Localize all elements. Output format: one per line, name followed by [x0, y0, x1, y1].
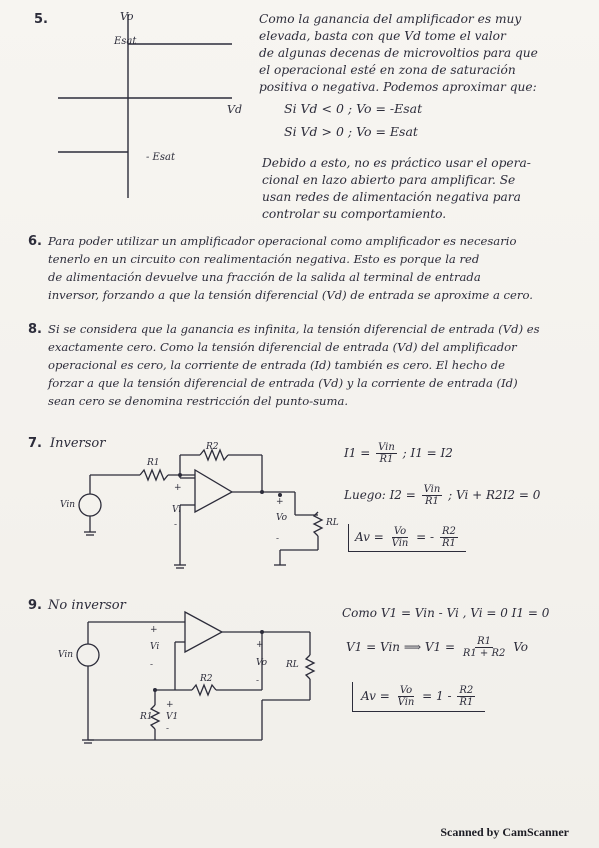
vi-label: Vi — [172, 505, 182, 515]
item6-line: inversor, forzando a que la tensión dife… — [48, 288, 533, 302]
rl-label: RL — [326, 518, 339, 528]
item-number: 7. — [28, 436, 42, 451]
item5-text-line: elevada, basta con que Vd tome el valor — [259, 29, 506, 43]
rl-label: RL — [286, 660, 299, 670]
item6-line: tenerlo en un circuito con realimentació… — [48, 252, 480, 266]
condition-positive: Si Vd > 0 ; Vo = Esat — [284, 124, 418, 139]
minus-sign: - — [276, 534, 280, 544]
plus-sign: + — [276, 497, 284, 507]
vin-label: Vin — [60, 500, 76, 510]
condition-negative: Si Vd < 0 ; Vo = -Esat — [284, 101, 423, 116]
item8-line: exactamente cero. Como la tensión difere… — [48, 340, 517, 354]
item-number: 6. — [28, 234, 42, 249]
graph-neg-esat-label: - Esat — [146, 152, 175, 163]
noninverter-equation-1: Como V1 = Vin - Vi , Vi = 0 I1 = 0 — [342, 606, 550, 620]
item5-text-line: el operacional esté en zona de saturació… — [259, 63, 516, 77]
vo-label: Vo — [276, 513, 288, 523]
r2-label: R2 — [200, 674, 213, 684]
item5-text2-line: usan redes de alimentación negativa para — [262, 190, 521, 204]
item8-line: Si se considera que la ganancia es infin… — [48, 322, 540, 336]
v1-label: V1 — [166, 712, 179, 722]
graph-vd-label: Vd — [227, 103, 242, 116]
plus-sign: + — [256, 640, 264, 650]
plus-sign: + — [150, 625, 158, 635]
minus-sign: - — [174, 520, 178, 530]
item5-text2-line: controlar su comportamiento. — [262, 207, 447, 221]
noninverter-title: No inversor — [48, 598, 126, 613]
item-number: 5. — [34, 12, 48, 27]
item-number: 9. — [28, 598, 42, 613]
plus-sign: + — [166, 700, 174, 710]
vi-label: Vi — [150, 642, 160, 652]
vo-label: Vo — [256, 658, 268, 668]
item5-text-line: Como la ganancia del amplificador es muy — [259, 12, 522, 26]
r2-label: R2 — [206, 442, 219, 452]
item-number: 8. — [28, 322, 42, 337]
item6-line: de alimentación devuelve una fracción de… — [48, 270, 481, 284]
minus-sign: - — [150, 660, 154, 670]
plus-sign: + — [174, 483, 182, 493]
minus-sign: - — [166, 724, 170, 734]
item8-line: operacional es cero, la corriente de ent… — [48, 358, 506, 372]
graph-esat-label: Esat — [114, 36, 137, 47]
graph-vo-label: Vo — [120, 10, 134, 23]
vin-label: Vin — [58, 650, 74, 660]
r1-label: R1 — [147, 458, 160, 468]
item5-text2-line: cional en lazo abierto para amplificar. … — [262, 173, 516, 187]
r1-label: R1 — [140, 712, 153, 722]
inverter-title: Inversor — [50, 436, 106, 451]
item8-line: sean cero se denomina restricción del pu… — [48, 394, 349, 408]
scanner-watermark: Scanned by CamScanner — [440, 825, 569, 839]
minus-sign: - — [256, 676, 260, 686]
item5-text-line: de algunas decenas de microvoltios para … — [259, 46, 538, 60]
item5-text2-line: Debido a esto, no es práctico usar el op… — [262, 156, 531, 170]
item6-line: Para poder utilizar un amplificador oper… — [48, 234, 517, 248]
item5-text-line: positiva o negativa. Podemos aproximar q… — [259, 80, 537, 94]
item8-line: forzar a que la tensión diferencial de e… — [48, 376, 518, 390]
